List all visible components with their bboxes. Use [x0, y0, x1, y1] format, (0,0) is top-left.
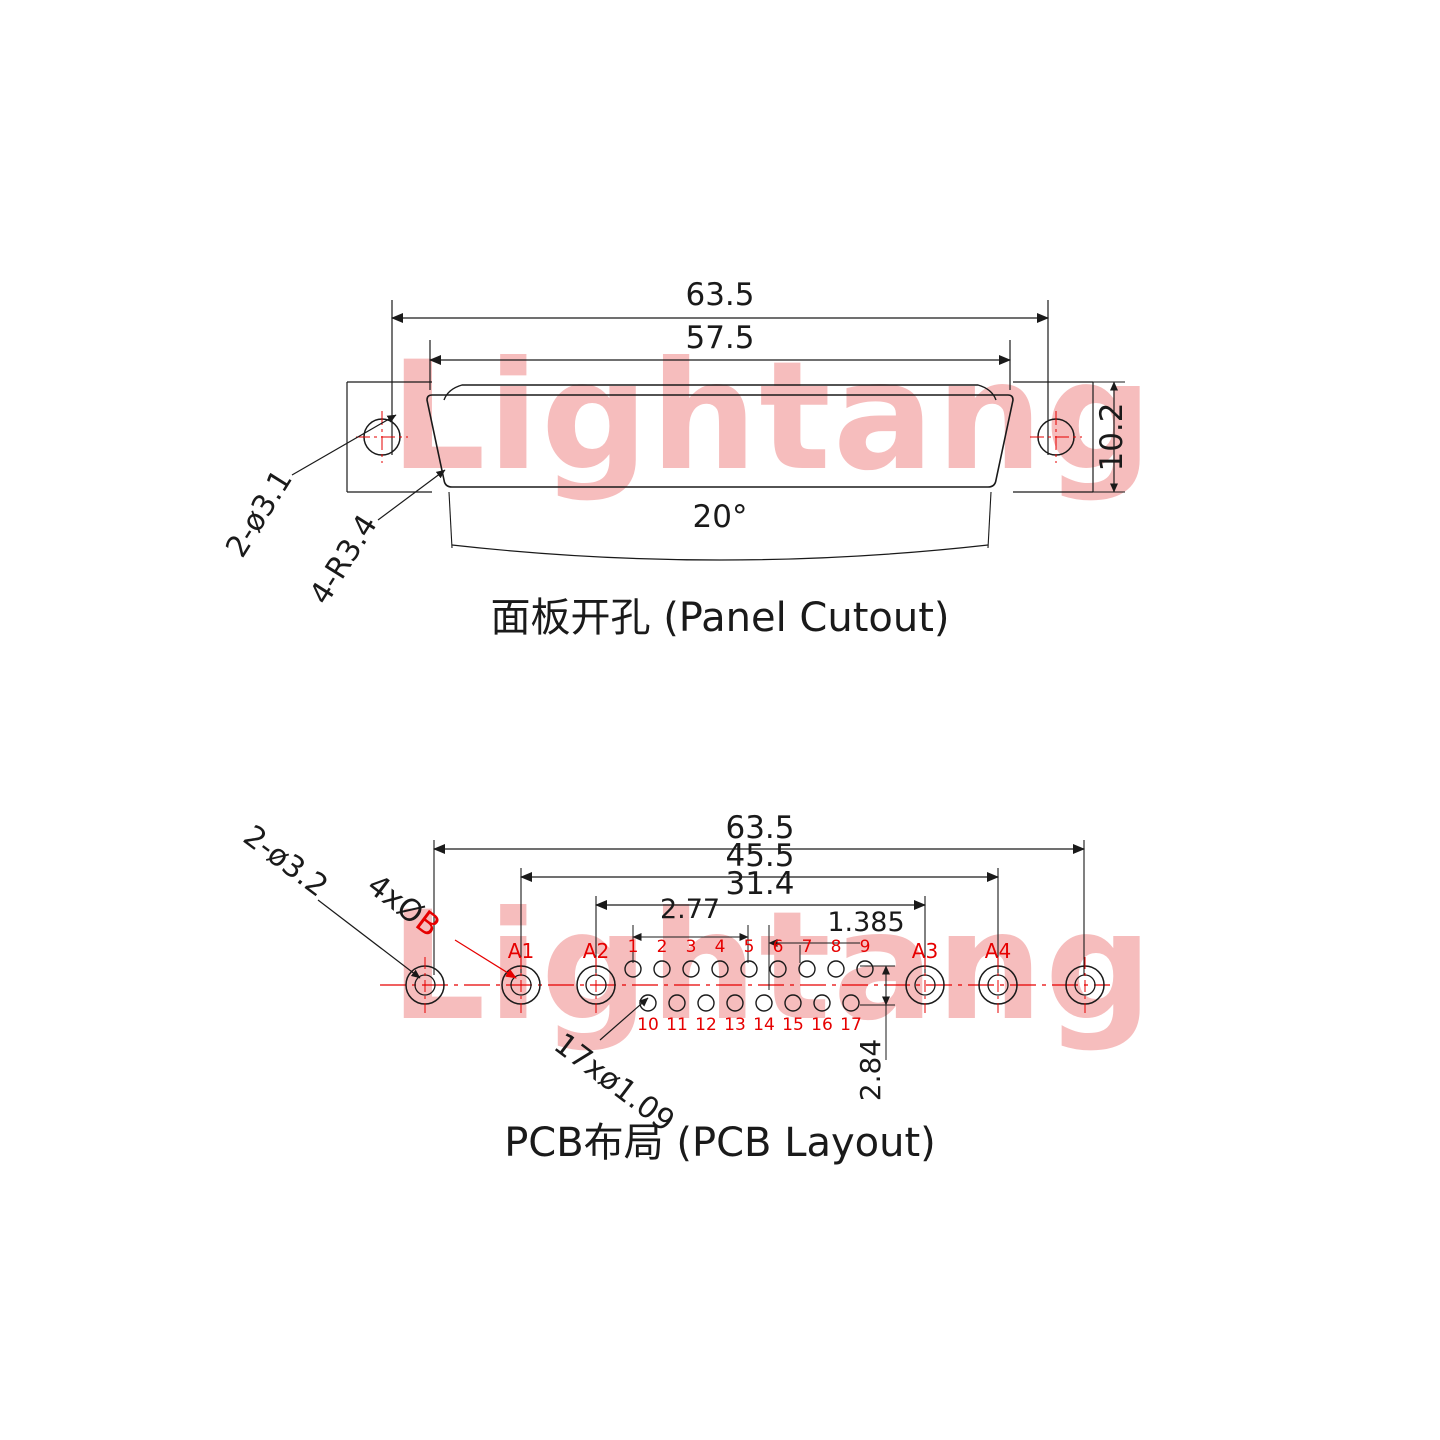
svg-text:1: 1 [628, 937, 639, 957]
svg-text:6: 6 [773, 937, 784, 957]
svg-text:14: 14 [753, 1015, 775, 1035]
svg-text:2: 2 [657, 937, 668, 957]
dim-pcb-power-span: 45.5 [725, 838, 794, 874]
dim-pcb-signal-span: 31.4 [725, 866, 794, 902]
svg-text:16: 16 [811, 1015, 833, 1035]
dim-power-holes: 4xØB [360, 868, 446, 945]
pin-numbers-bottom: 10 11 12 13 14 15 16 17 [637, 1015, 862, 1035]
dim-pcb-overall-width: 63.5 [725, 810, 794, 846]
svg-text:9: 9 [860, 937, 871, 957]
pin-label-A2: A2 [583, 939, 609, 963]
dim-row-spacing: 2.84 [854, 1039, 887, 1101]
dim-panel-angle: 20° [693, 499, 748, 535]
dim-panel-mounting-holes: 2-ø3.1 [219, 464, 300, 564]
pcb-layout-view: 63.5 45.5 31.4 2.77 1.385 2.84 2-ø3.2 4x… [237, 810, 1110, 1139]
signal-pins-top-row [624, 960, 874, 978]
svg-text:5: 5 [744, 937, 755, 957]
pin-label-A3: A3 [912, 939, 938, 963]
svg-text:17: 17 [840, 1015, 862, 1035]
panel-cutout-caption: 面板开孔 (Panel Cutout) [490, 595, 950, 641]
pcb-layout-caption: PCB布局 (PCB Layout) [504, 1120, 936, 1166]
dim-pitch-upper: 2.77 [660, 894, 720, 925]
dim-pitch-offset: 1.385 [827, 907, 904, 938]
pin-label-A1: A1 [508, 939, 534, 963]
svg-text:15: 15 [782, 1015, 804, 1035]
svg-text:7: 7 [802, 937, 813, 957]
dim-panel-height: 10.2 [1094, 402, 1130, 471]
svg-text:4: 4 [715, 937, 726, 957]
svg-text:11: 11 [666, 1015, 688, 1035]
signal-pins-bottom-row [639, 994, 860, 1012]
svg-text:10: 10 [637, 1015, 659, 1035]
svg-text:13: 13 [724, 1015, 746, 1035]
dim-pcb-mounting-holes: 2-ø3.2 [237, 819, 335, 905]
svg-text:3: 3 [686, 937, 697, 957]
dim-panel-overall-width: 63.5 [685, 277, 754, 313]
dim-panel-inner-width: 57.5 [685, 320, 754, 356]
panel-cutout-view: 63.5 57.5 10.2 2-ø3.1 4-R3.4 20° [219, 277, 1130, 611]
pin-numbers-top: 1 2 3 4 5 6 7 8 9 [628, 937, 871, 957]
svg-text:12: 12 [695, 1015, 717, 1035]
svg-text:8: 8 [831, 937, 842, 957]
pin-label-A4: A4 [985, 939, 1011, 963]
